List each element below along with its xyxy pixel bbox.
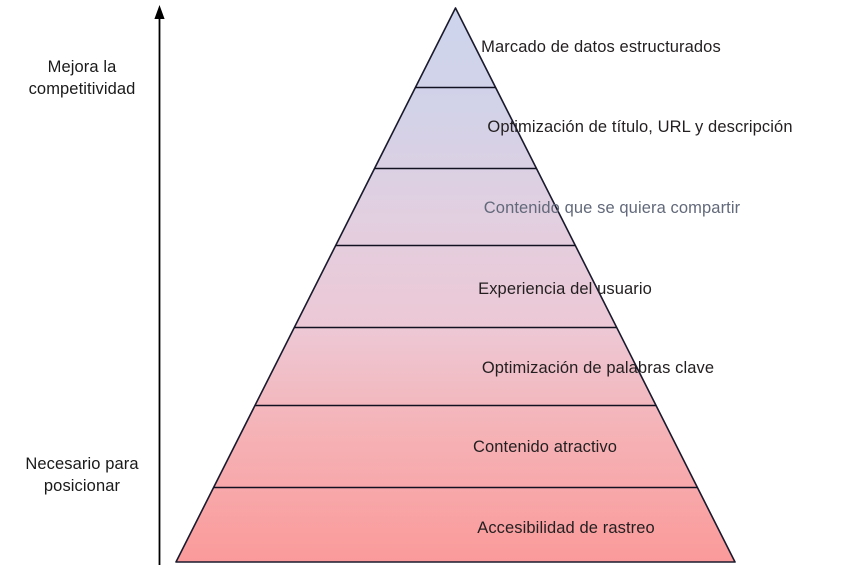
axis-label-top: Mejora la competitividad [28,58,136,98]
pyramid-level-label-2: Optimización de título, URL y descripció… [487,118,793,136]
vertical-arrow-icon [154,5,165,565]
pyramid-level-label-1: Marcado de datos estructurados [481,38,721,56]
pyramid-level-label-7: Accesibilidad de rastreo [477,519,655,537]
pyramid-level-label-6: Contenido atractivo [472,438,618,456]
pyramid-level-label-3: Contenido que se quiera compartir [483,199,741,217]
pyramid-body [175,7,736,563]
axis-label-bottom: Necesario para posicionar [25,455,139,495]
pyramid-level-label-4: Experiencia del usuario [478,280,652,298]
pyramid-level-label-5: Optimización de palabras clave [481,359,715,377]
